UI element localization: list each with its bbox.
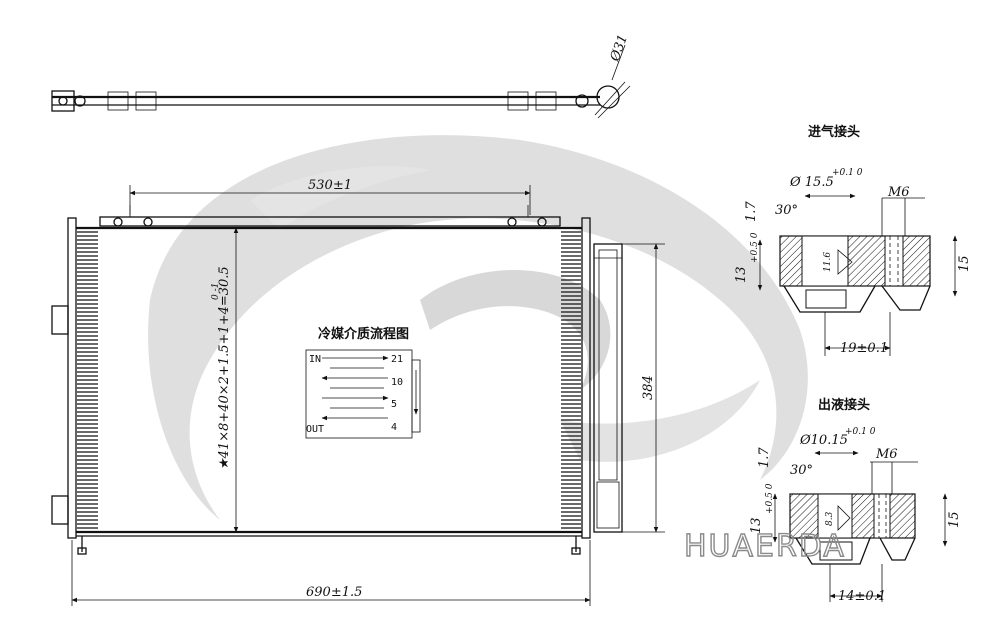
flow-title: 冷媒介质流程图 [318, 326, 409, 342]
flow-out: OUT [306, 424, 324, 435]
inlet-thread: M6 [887, 185, 910, 200]
inlet-width: 19±0.1 [840, 341, 888, 356]
height-label: 384 [641, 375, 656, 400]
flow-count-4: 4 [391, 422, 397, 433]
bottom-width-label: 690±1.5 [306, 585, 362, 600]
outlet-diameter: Ø10.15 [799, 433, 848, 448]
outlet-left-height: 13 [749, 517, 764, 534]
top-view: Ø31 [51, 33, 631, 119]
front-view: 530±1 384 [51, 178, 665, 606]
inlet-angle: 30° [775, 203, 798, 218]
fins-right [561, 231, 581, 529]
outlet-angle: 30° [790, 463, 813, 478]
inlet-left-height: 13 [734, 266, 749, 283]
outlet-title: 出液接头 [818, 397, 870, 413]
flow-count-2: 10 [391, 377, 403, 388]
inlet-fitting-detail: 进气接头 Ø 15.5 +0.1 0 M6 1.7 30° 11.6 13 +0… [734, 124, 972, 356]
inlet-left-height-tol: +0.5 0 [750, 232, 760, 263]
flow-count-3: 5 [391, 399, 397, 410]
outlet-thread: M6 [875, 447, 898, 462]
outlet-right-height: 15 [947, 511, 962, 528]
inlet-chamfer: 1.7 [744, 201, 759, 222]
outlet-chamfer: 1.7 [757, 447, 772, 468]
pipe-dia-label: Ø31 [607, 33, 631, 65]
core-label: ★41×8+40×2+1.5+1+4=30.5 [217, 266, 232, 470]
inlet-diameter: Ø 15.5 [789, 175, 834, 190]
outlet-fitting-detail: 出液接头 Ø10.15 +0.1 0 M6 1.7 30° 8.3 13 +0.… [749, 397, 962, 604]
brand-watermark: HUAERDA [684, 529, 846, 564]
outlet-diameter-tol: +0.1 0 [845, 427, 876, 437]
outlet-inner-mark: 8.3 [825, 511, 835, 526]
core-tol: 0 -1 [211, 283, 221, 300]
outlet-left-height-tol: +0.5 0 [765, 483, 775, 514]
inlet-diameter-tol: +0.1 0 [832, 168, 863, 178]
inlet-inner-mark: 11.6 [823, 252, 833, 272]
top-width-label: 530±1 [308, 178, 352, 193]
inlet-title: 进气接头 [808, 124, 860, 140]
flow-in: IN [309, 354, 321, 365]
flow-diagram: 冷媒介质流程图 IN OUT 21 10 5 4 [305, 326, 421, 439]
flow-count-1: 21 [391, 354, 403, 365]
inlet-right-height: 15 [957, 255, 972, 272]
fins-left [77, 231, 98, 529]
outlet-width: 14±0.1 [838, 589, 886, 604]
